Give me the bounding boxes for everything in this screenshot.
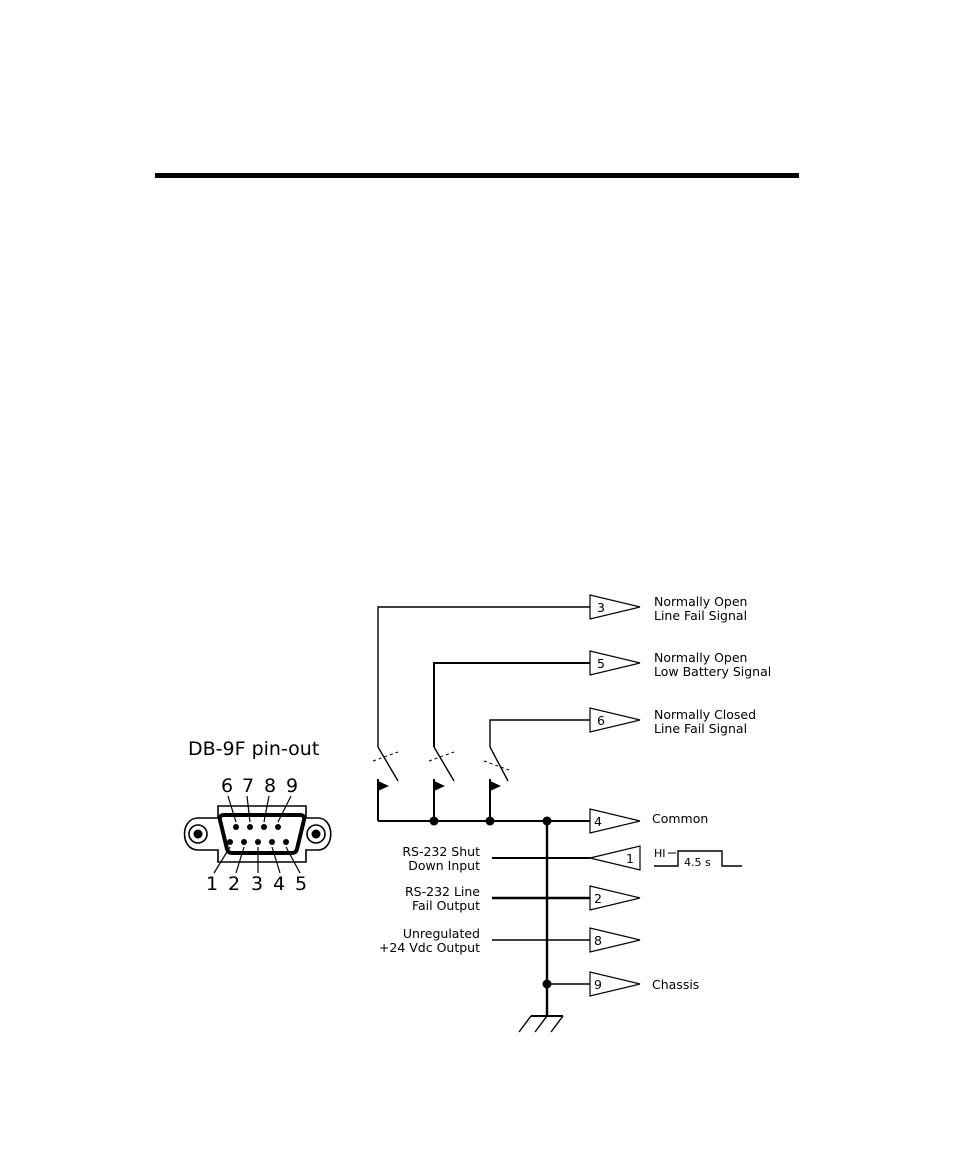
pulse-duration-label: 4.5 s	[684, 856, 711, 869]
pin-4-contact	[269, 839, 275, 845]
contact-flags	[378, 781, 501, 791]
mounting-hole-right-center	[312, 830, 321, 839]
pin-2-label-1: RS-232 Line	[405, 884, 480, 899]
d-shell	[220, 815, 304, 853]
pin-1-label-1: RS-232 Shut	[402, 844, 480, 859]
pin-3-label-2: Line Fail Signal	[654, 608, 747, 623]
pin-8-label-2: +24 Vdc Output	[379, 940, 480, 955]
pin-8-number: 8	[594, 933, 602, 948]
relay-contacts	[373, 607, 590, 1032]
switch-blade-2	[434, 747, 454, 781]
pin-4-number: 4	[594, 814, 602, 829]
pin-1-label-2: Down Input	[408, 858, 480, 873]
pin-2-number: 2	[594, 891, 602, 906]
pin-9-contact	[275, 824, 281, 830]
pin-6-label-1: Normally Closed	[654, 707, 756, 722]
pin-1-contact	[227, 839, 233, 845]
pin-6-contact	[233, 824, 239, 830]
pin-5-number: 5	[597, 656, 605, 671]
pin-8-contact	[261, 824, 267, 830]
pin-4-label: Common	[652, 811, 708, 826]
wire-pin-6	[490, 720, 590, 747]
pin-label-1: 1	[206, 873, 218, 895]
db9-connector: DB-9F pin-out	[185, 738, 331, 895]
pin-3-number: 3	[597, 600, 605, 615]
pin-label-8: 8	[264, 775, 276, 797]
pin-2-contact	[241, 839, 247, 845]
mounting-hole-left-center	[194, 830, 203, 839]
pin-label-7: 7	[242, 775, 254, 797]
pin-5-label-1: Normally Open	[654, 650, 747, 665]
switch-blade-1	[378, 747, 398, 781]
pin-label-4: 4	[273, 873, 285, 895]
pin-label-2: 2	[228, 873, 240, 895]
pin-3-label-1: Normally Open	[654, 594, 747, 609]
pin-label-3: 3	[251, 873, 263, 895]
pulse-level-label: HI	[654, 847, 666, 860]
pin-label-5: 5	[295, 873, 307, 895]
pin-3-contact	[255, 839, 261, 845]
pin-1-number: 1	[626, 851, 634, 866]
pin-7-contact	[247, 824, 253, 830]
pin-8-label-1: Unregulated	[403, 926, 480, 941]
switch-blade-3	[490, 747, 508, 781]
connector-title: DB-9F pin-out	[188, 738, 319, 760]
wire-pin-5	[434, 663, 590, 747]
pin-6-number: 6	[597, 713, 605, 728]
pin-9-label: Chassis	[652, 977, 699, 992]
pin-6-label-2: Line Fail Signal	[654, 721, 747, 736]
pin-2-label-2: Fail Output	[412, 898, 480, 913]
pin-5-contact	[283, 839, 289, 845]
wire-pin-3	[378, 607, 590, 747]
pin-9-number: 9	[594, 977, 602, 992]
pin-5-label-2: Low Battery Signal	[654, 664, 771, 679]
pin-label-6: 6	[221, 775, 233, 797]
shutdown-pulse: HI 4.5 s	[654, 847, 742, 869]
pin-label-9: 9	[286, 775, 298, 797]
